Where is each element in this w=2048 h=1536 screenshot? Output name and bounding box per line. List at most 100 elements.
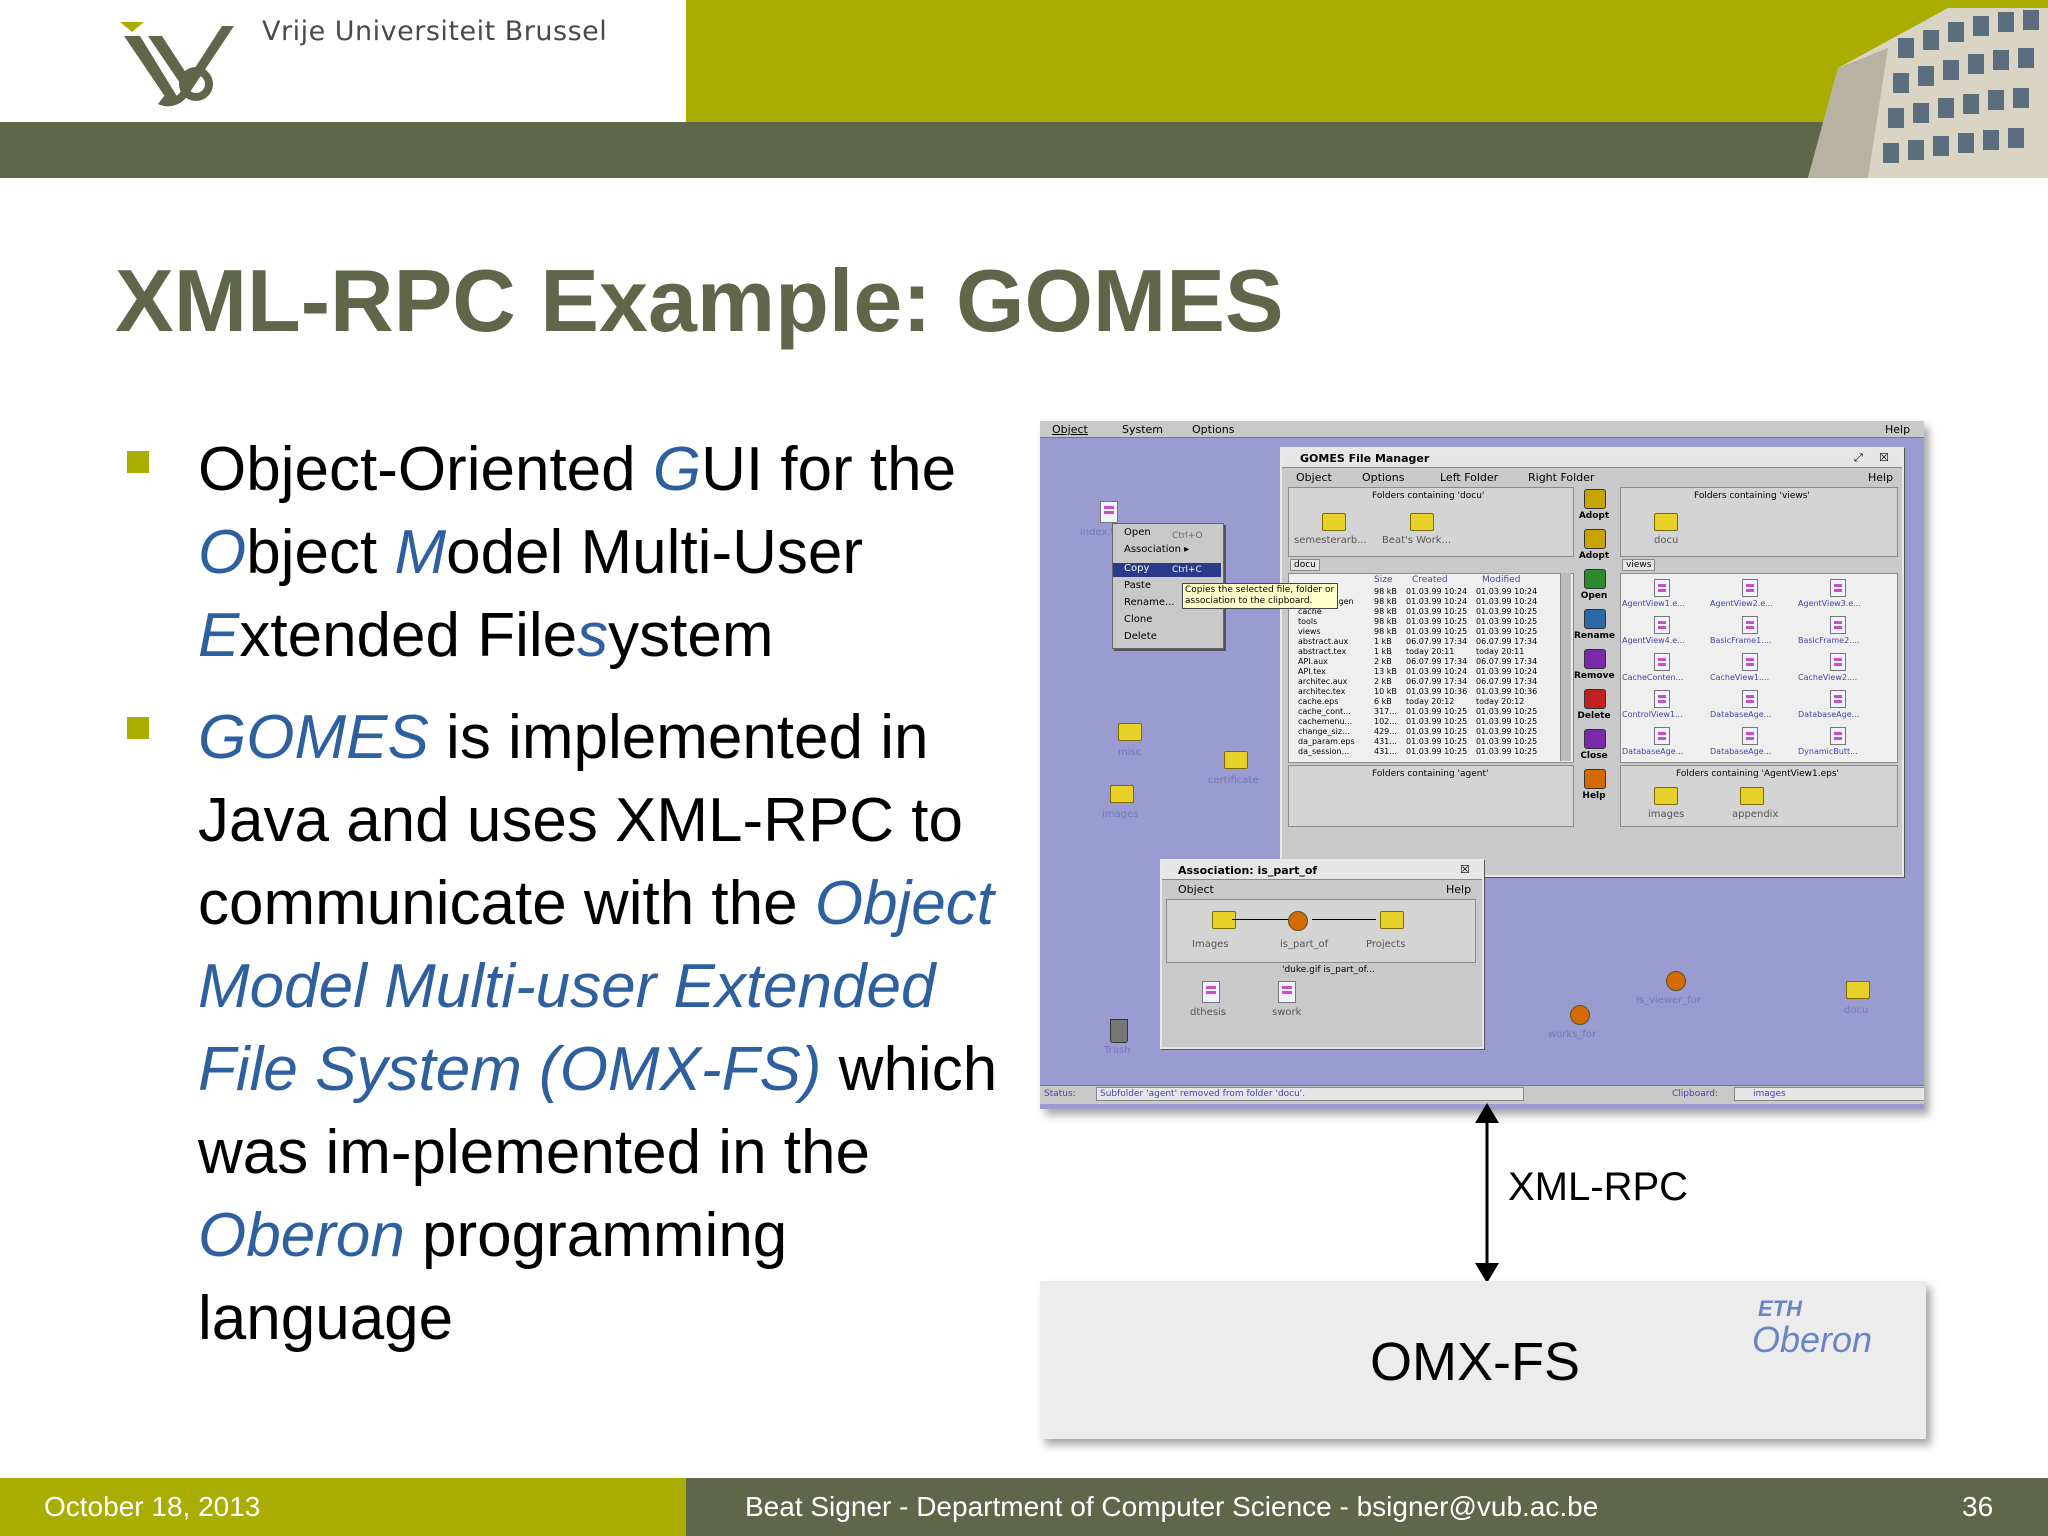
context-item-rename[interactable]: Rename... — [1124, 597, 1175, 608]
context-item-clone[interactable]: Clone — [1124, 614, 1153, 625]
folder-icon[interactable] — [1118, 723, 1142, 741]
bullet-2-text: GOMES is implemented in Java and uses XM… — [198, 696, 1008, 1360]
view-item[interactable]: CacheConten... — [1622, 651, 1708, 687]
action-remove-button[interactable]: Remove — [1574, 647, 1615, 685]
folder-icon[interactable] — [1322, 513, 1346, 531]
fm-menu-left-folder[interactable]: Left Folder — [1440, 471, 1499, 484]
view-item[interactable]: AgentView2.e... — [1710, 577, 1796, 613]
file-name: views — [1298, 627, 1321, 636]
file-icon[interactable] — [1202, 981, 1220, 1003]
folder-icon[interactable] — [1224, 751, 1248, 769]
action-delete-button[interactable]: Delete — [1574, 687, 1614, 725]
folder-icon[interactable] — [1380, 911, 1404, 929]
assoc-menu-help[interactable]: Help — [1446, 883, 1472, 896]
tab-docu[interactable]: docu — [1290, 559, 1320, 571]
view-item[interactable]: AgentView1.e... — [1622, 577, 1708, 613]
scrollbar[interactable] — [1560, 573, 1571, 761]
folder-icon[interactable] — [1212, 911, 1236, 929]
view-item[interactable]: BasicFrame1.... — [1710, 614, 1796, 650]
action-help-button[interactable]: Help — [1574, 767, 1614, 805]
menu-options[interactable]: Options — [1192, 423, 1235, 436]
context-item-copy[interactable]: Copy — [1124, 563, 1150, 574]
context-item-paste[interactable]: Paste — [1124, 580, 1151, 591]
menu-object[interactable]: Object — [1052, 423, 1088, 436]
view-item[interactable]: DatabaseAge... — [1710, 725, 1796, 761]
column-created[interactable]: Created — [1412, 575, 1448, 585]
file-size: 1 kB — [1374, 637, 1392, 646]
association-icon[interactable] — [1288, 911, 1308, 931]
folder-icon[interactable] — [1654, 787, 1678, 805]
view-item[interactable]: DatabaseAge... — [1798, 688, 1884, 724]
action-close-button[interactable]: Close — [1574, 727, 1614, 765]
fm-menu-help[interactable]: Help — [1868, 471, 1894, 484]
action-open-button[interactable]: Open — [1574, 567, 1614, 605]
tab-views[interactable]: views — [1622, 559, 1656, 571]
action-adopt-button[interactable]: Adopt — [1574, 487, 1614, 525]
association-icon[interactable] — [1570, 1005, 1590, 1025]
folder-icon[interactable] — [1740, 787, 1764, 805]
file-size: 2 kB — [1374, 657, 1392, 666]
view-item[interactable]: ControlView1... — [1622, 688, 1708, 724]
context-item-delete[interactable]: Delete — [1124, 631, 1157, 642]
context-item-open[interactable]: Open — [1124, 527, 1151, 538]
folder-icon[interactable] — [1110, 785, 1134, 803]
menu-help[interactable]: Help — [1885, 423, 1911, 436]
action-rename-button[interactable]: Rename — [1574, 607, 1615, 645]
fm-menu-object[interactable]: Object — [1296, 471, 1332, 484]
close-icon[interactable]: ☒ — [1460, 863, 1470, 876]
file-icon[interactable] — [1278, 981, 1296, 1003]
view-item[interactable]: CacheView1.... — [1710, 651, 1796, 687]
view-item[interactable]: AgentView4.e... — [1622, 614, 1708, 650]
file-icon[interactable] — [1100, 501, 1118, 523]
context-item-association[interactable]: Association ▸ — [1124, 544, 1190, 555]
xml-rpc-arrow — [1475, 1103, 1499, 1283]
view-item[interactable]: DynamicButt... — [1798, 725, 1884, 761]
fm-menu-right-folder[interactable]: Right Folder — [1528, 471, 1595, 484]
assoc-menu-object[interactable]: Object — [1178, 883, 1214, 896]
clipboard-label: Clipboard: — [1672, 1089, 1719, 1099]
association-icon[interactable] — [1666, 971, 1686, 991]
file-modified: 01.03.99 10:25 — [1476, 617, 1538, 626]
column-size[interactable]: Size — [1374, 575, 1393, 585]
file-size: 98 kB — [1374, 597, 1397, 606]
action-icon — [1584, 609, 1606, 629]
menu-system[interactable]: System — [1122, 423, 1164, 436]
view-item[interactable]: DatabaseAge... — [1710, 688, 1796, 724]
folder-icon[interactable] — [1654, 513, 1678, 531]
view-item[interactable]: CacheView2.... — [1798, 651, 1884, 687]
folder-icon[interactable] — [1846, 981, 1870, 999]
column-modified[interactable]: Modified — [1482, 575, 1521, 585]
folder-label: semesterarb... — [1294, 535, 1367, 546]
resize-icon[interactable]: ⤢ — [1854, 451, 1863, 464]
file-size: 6 kB — [1374, 697, 1392, 706]
view-item[interactable]: AgentView3.e... — [1798, 577, 1884, 613]
trash-icon[interactable] — [1110, 1019, 1128, 1043]
oberon-logo-text: Oberon — [1752, 1319, 1873, 1360]
close-icon[interactable]: ☒ — [1879, 451, 1889, 464]
folder-icon[interactable] — [1410, 513, 1434, 531]
item-label: dthesis — [1190, 1007, 1226, 1018]
action-adopt-button[interactable]: Adopt — [1574, 527, 1614, 565]
fm-menu-options[interactable]: Options — [1362, 471, 1405, 484]
file-size: 431... — [1374, 737, 1397, 746]
view-item[interactable]: BasicFrame2.... — [1798, 614, 1884, 650]
action-label: Help — [1582, 791, 1606, 801]
left-bottom-panel — [1288, 765, 1574, 827]
view-item[interactable]: DatabaseAge... — [1622, 725, 1708, 761]
node-label: is_part_of — [1280, 939, 1329, 950]
